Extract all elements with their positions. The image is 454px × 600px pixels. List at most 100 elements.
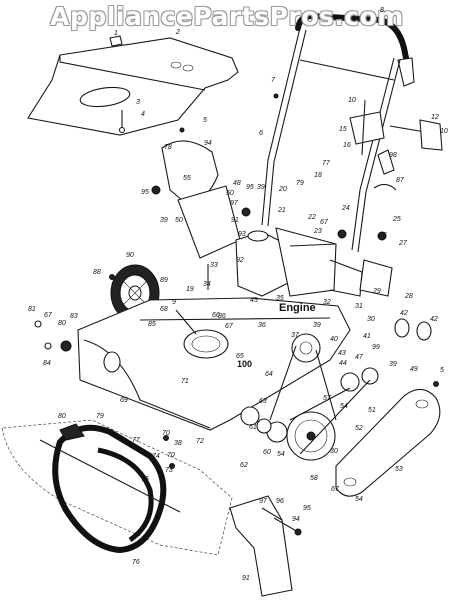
part-label[interactable]: 10: [348, 97, 356, 104]
part-label[interactable]: 42: [430, 316, 438, 323]
part-label[interactable]: 3: [136, 99, 140, 106]
part-label[interactable]: 48: [233, 180, 241, 187]
part-label[interactable]: 6: [259, 130, 263, 137]
part-label[interactable]: 75: [141, 476, 149, 483]
part-label[interactable]: 30: [330, 448, 338, 455]
part-label[interactable]: 30: [367, 316, 375, 323]
part-label[interactable]: 41: [363, 333, 371, 340]
part-label[interactable]: 9: [172, 299, 176, 306]
part-label[interactable]: 16: [343, 142, 351, 149]
part-label[interactable]: 67: [320, 219, 328, 226]
part-label[interactable]: 4: [141, 111, 145, 118]
part-label[interactable]: 68: [160, 306, 168, 313]
part-label[interactable]: 38: [174, 440, 182, 447]
part-label[interactable]: 54: [277, 451, 285, 458]
part-label[interactable]: 26: [379, 232, 387, 239]
part-label[interactable]: 80: [58, 320, 66, 327]
part-label[interactable]: 91: [242, 575, 250, 582]
part-label[interactable]: 15: [339, 126, 347, 133]
part-label[interactable]: 24: [342, 205, 350, 212]
part-label[interactable]: 27: [399, 240, 407, 247]
part-label[interactable]: 95: [246, 184, 254, 191]
part-label[interactable]: 25: [393, 216, 401, 223]
part-label[interactable]: 28: [405, 293, 413, 300]
part-label[interactable]: 83: [70, 313, 78, 320]
part-label[interactable]: 47: [355, 354, 363, 361]
part-label[interactable]: 39: [313, 322, 321, 329]
part-label[interactable]: 95: [303, 505, 311, 512]
part-label[interactable]: 91: [231, 217, 239, 224]
part-label[interactable]: 54: [355, 496, 363, 503]
part-label[interactable]: 63: [259, 398, 267, 405]
part-label[interactable]: 36: [258, 322, 266, 329]
part-label[interactable]: 22: [308, 214, 316, 221]
part-label[interactable]: 76: [132, 559, 140, 566]
part-label[interactable]: 42: [400, 310, 408, 317]
part-label[interactable]: 100: [237, 359, 253, 369]
part-label[interactable]: 67: [225, 323, 233, 330]
part-label[interactable]: 2: [176, 29, 180, 36]
part-label[interactable]: 97: [259, 498, 267, 505]
part-label[interactable]: 29: [373, 288, 381, 295]
part-label[interactable]: 64: [265, 371, 273, 378]
part-label[interactable]: 77: [322, 160, 330, 167]
part-label[interactable]: 98: [389, 152, 397, 159]
part-label[interactable]: 79: [96, 413, 104, 420]
part-label[interactable]: 92: [236, 257, 244, 264]
part-label[interactable]: 93: [238, 231, 246, 238]
part-label[interactable]: 71: [181, 378, 189, 385]
part-label[interactable]: 57: [323, 395, 331, 402]
part-label[interactable]: 88: [93, 269, 101, 276]
part-label[interactable]: 94: [292, 516, 300, 523]
part-label[interactable]: 39: [257, 184, 265, 191]
part-label[interactable]: 44: [339, 360, 347, 367]
part-label[interactable]: 73: [165, 467, 173, 474]
part-label[interactable]: 99: [372, 344, 380, 351]
part-label[interactable]: 51: [368, 407, 376, 414]
part-label[interactable]: 87: [396, 177, 404, 184]
part-label[interactable]: 62: [240, 462, 248, 469]
part-label[interactable]: 55: [183, 175, 191, 182]
part-label[interactable]: 31: [355, 303, 363, 310]
part-label[interactable]: 43: [338, 350, 346, 357]
part-label[interactable]: 58: [310, 475, 318, 482]
part-label[interactable]: 94: [204, 140, 212, 147]
part-label[interactable]: 89: [160, 277, 168, 284]
part-label[interactable]: 67: [331, 486, 339, 493]
part-label[interactable]: 52: [355, 425, 363, 432]
part-label[interactable]: 69: [120, 397, 128, 404]
part-label[interactable]: 5: [203, 117, 207, 124]
part-label[interactable]: 12: [431, 114, 439, 121]
part-label[interactable]: 20: [279, 186, 287, 193]
part-label[interactable]: 23: [314, 228, 322, 235]
part-label[interactable]: 50: [175, 217, 183, 224]
part-label[interactable]: 10: [440, 128, 448, 135]
part-label[interactable]: 18: [314, 172, 322, 179]
part-label[interactable]: 19: [186, 286, 194, 293]
part-label[interactable]: 60: [263, 449, 271, 456]
engine-label[interactable]: Engine: [279, 302, 316, 314]
part-label[interactable]: 80: [58, 413, 66, 420]
part-label[interactable]: 54: [340, 403, 348, 410]
part-label[interactable]: 1: [114, 30, 118, 37]
part-label[interactable]: 81: [28, 306, 36, 313]
part-label[interactable]: 67: [44, 312, 52, 319]
part-label[interactable]: 39: [389, 361, 397, 368]
part-label[interactable]: 50: [226, 190, 234, 197]
part-label[interactable]: 33: [210, 262, 218, 269]
part-label[interactable]: 95: [141, 189, 149, 196]
part-label[interactable]: 32: [323, 299, 331, 306]
part-label[interactable]: 97: [230, 200, 238, 207]
part-label[interactable]: 21: [278, 207, 286, 214]
part-label[interactable]: 7: [271, 77, 275, 84]
part-label[interactable]: 96: [276, 498, 284, 505]
part-label[interactable]: 79: [296, 180, 304, 187]
part-label[interactable]: 74: [152, 453, 160, 460]
part-label[interactable]: 70: [162, 430, 170, 437]
part-label[interactable]: 85: [148, 321, 156, 328]
part-label[interactable]: 8: [380, 7, 384, 14]
part-label[interactable]: 39: [160, 217, 168, 224]
part-label[interactable]: 78: [164, 144, 172, 151]
part-label[interactable]: 49: [410, 366, 418, 373]
part-label[interactable]: 40: [330, 336, 338, 343]
